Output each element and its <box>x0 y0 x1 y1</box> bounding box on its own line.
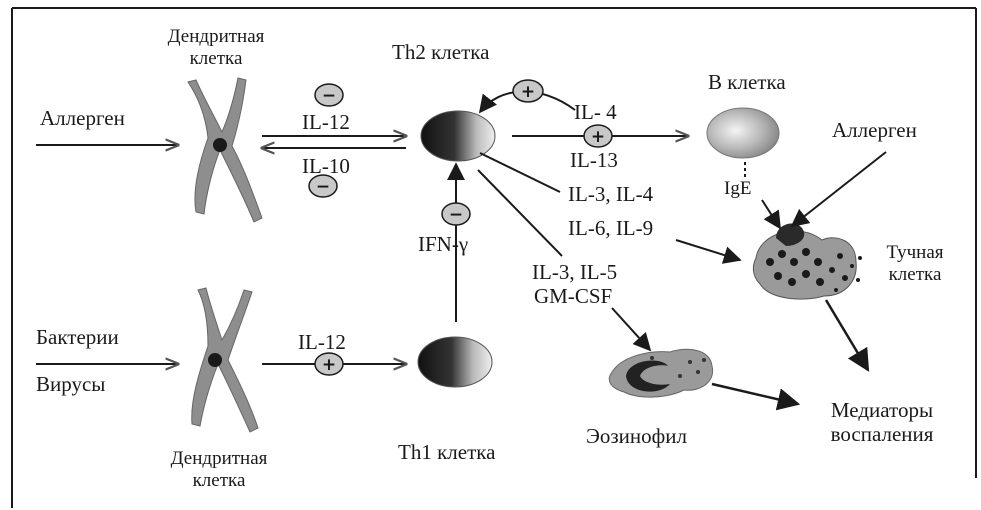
ige-label: IgE <box>724 178 752 199</box>
viruses-label: Вирусы <box>36 372 106 396</box>
il6-il9-label: IL-6, IL-9 <box>568 216 654 240</box>
th2-prefix: Th2 <box>392 40 426 64</box>
il3-il4-label: IL-3, IL-4 <box>568 182 654 206</box>
mast-receptor <box>776 223 805 246</box>
th2-cell <box>420 110 496 162</box>
arrow-to-eosinophil <box>611 307 652 352</box>
eosinophil-cell <box>608 348 714 398</box>
th2-suffix: клетка <box>425 40 490 64</box>
arrow-ige-to-mast <box>761 199 781 230</box>
il3-il5-label: IL-3, IL-5 <box>532 260 618 284</box>
il12-bottom-label: IL-12 <box>298 330 346 354</box>
dendritic-cell-top <box>187 77 263 223</box>
th2-label: Th2 клетка <box>392 40 489 64</box>
il13-label: IL-13 <box>570 148 618 172</box>
badge-minus-il12 <box>314 83 344 107</box>
arrow-mast-to-mediators <box>824 299 870 372</box>
badge-sign: + <box>591 127 605 147</box>
badge-sign: − <box>449 205 463 225</box>
mediators-label: Медиаторы воспаления <box>830 398 934 446</box>
badge-minus-ifn <box>441 202 471 226</box>
badge-sign: − <box>316 177 330 197</box>
arrow-to-mast <box>675 239 742 264</box>
il10-label: IL-10 <box>302 154 350 178</box>
th1-suffix: клетка <box>431 440 496 464</box>
dendritic-nucleus-bottom <box>208 353 222 367</box>
gm-csf-label: GM-CSF <box>534 284 613 308</box>
line-th2-to-il5 <box>477 169 563 257</box>
badge-sign: + <box>322 355 336 375</box>
badge-plus-il4-il13 <box>583 124 613 148</box>
dendritic-cell-top-label: Дендритная клетка <box>167 26 265 69</box>
bacteria-label: Бактерии <box>36 325 119 349</box>
badge-plus-il12-bottom <box>314 352 344 376</box>
dendritic-nucleus-top <box>213 138 227 152</box>
allergen-left-label: Аллерген <box>40 106 125 130</box>
badge-sign: + <box>521 82 535 102</box>
badge-sign: − <box>322 86 336 106</box>
ifn-gamma-label: IFN-γ <box>418 232 469 256</box>
il12-top-label: IL-12 <box>302 110 350 134</box>
eosinophil-nucleus <box>626 360 670 392</box>
dendritic-cell-bottom <box>191 287 259 433</box>
badge-plus-feedback <box>512 79 544 103</box>
badges <box>308 79 613 376</box>
frame <box>11 7 977 508</box>
allergen-right-label: Аллерген <box>832 118 917 142</box>
b-cell-label: B клетка <box>708 70 786 94</box>
mast-cell-label: Тучная клетка <box>886 242 944 285</box>
dendritic-cell-bottom-label: Дендритная клетка <box>170 448 268 491</box>
arrow-eos-to-mediators <box>711 382 801 411</box>
th1-label: Th1 клетка <box>398 440 495 464</box>
b-cell <box>706 107 780 159</box>
b-prefix: B <box>708 70 723 94</box>
arrows <box>36 90 887 411</box>
th1-prefix: Th1 <box>398 440 432 464</box>
il4-label: IL- 4 <box>574 100 617 124</box>
arrow-allergen-to-mast <box>790 151 887 228</box>
mast-cell <box>752 223 862 300</box>
badge-minus-il10 <box>308 174 338 198</box>
b-suffix: клетка <box>722 70 786 94</box>
th1-cell <box>417 336 493 388</box>
line-th2-to-il3 <box>479 152 561 193</box>
eosinophil-label: Эозинофил <box>586 424 687 448</box>
